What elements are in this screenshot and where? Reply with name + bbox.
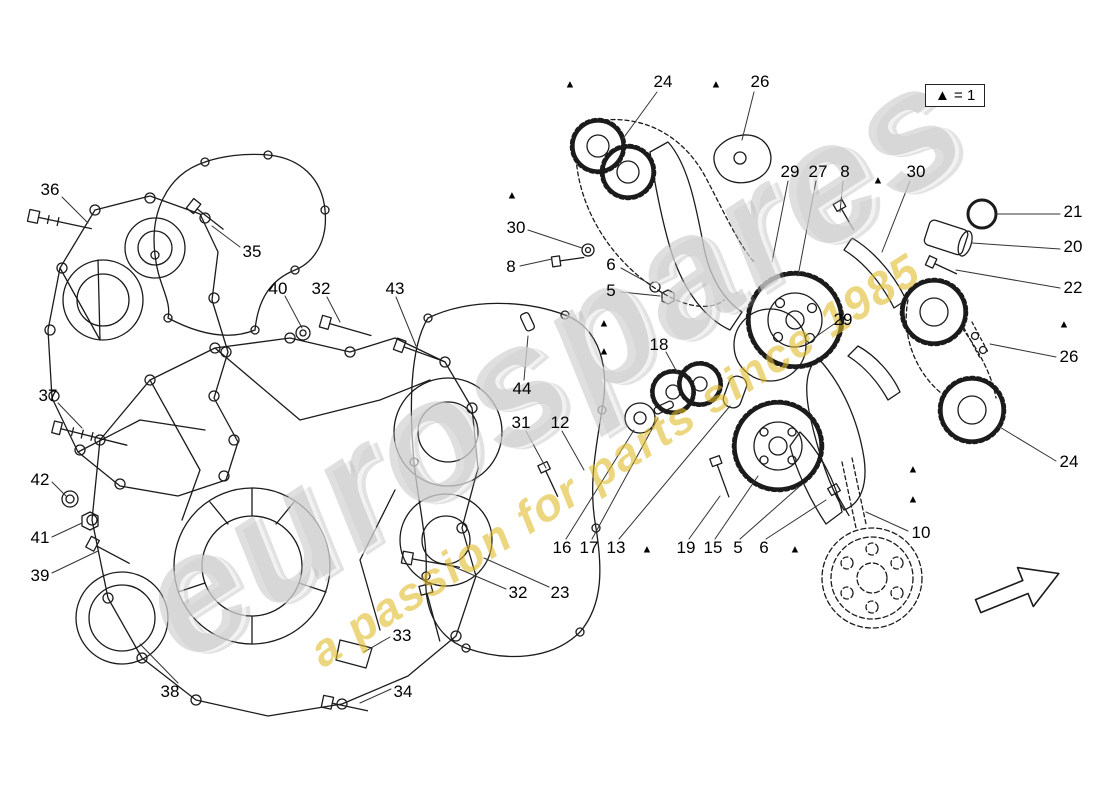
assembly-marker-icon: ▲ xyxy=(598,345,610,358)
lower-tensioners xyxy=(789,357,867,529)
part-number-label: 41 xyxy=(30,528,50,547)
chain-tensioner-arm xyxy=(649,134,772,331)
assembly-marker-icon: ▲ xyxy=(907,493,919,506)
assembly-marker-icon: ▲ xyxy=(564,78,576,91)
part-number-label: 18 xyxy=(649,335,669,354)
part-number-label: 15 xyxy=(703,538,723,557)
part-number-label: 17 xyxy=(579,538,599,557)
centre-hardware xyxy=(519,243,675,497)
part-number-label: 24 xyxy=(1059,452,1079,471)
part-number-label: 30 xyxy=(906,162,926,181)
part-number-label: 44 xyxy=(512,379,532,398)
part-number-label: 27 xyxy=(808,162,828,181)
part-number-label: 34 xyxy=(393,682,413,701)
part-number-label: 31 xyxy=(511,413,531,432)
gearbox-cover xyxy=(86,332,503,717)
assembly-marker-icon: ▲ xyxy=(506,189,518,202)
part-number-label: 33 xyxy=(392,626,412,645)
direction-arrow-icon xyxy=(974,566,1060,614)
part-number-label: 29 xyxy=(780,162,800,181)
upper-gasket xyxy=(150,150,330,336)
assembly-marker-icon: ▲ xyxy=(641,543,653,556)
part-number-label: 40 xyxy=(268,279,288,298)
part-number-label: 19 xyxy=(676,538,696,557)
part-number-label: 42 xyxy=(30,470,50,489)
part-number-label: 37 xyxy=(38,386,58,405)
phantom-sprocket xyxy=(821,527,923,629)
part-number-label: 32 xyxy=(311,279,331,298)
part-number-label: 43 xyxy=(385,279,405,298)
part-number-label: 5 xyxy=(733,538,743,557)
part-number-label: 24 xyxy=(653,72,673,91)
part-number-label: 26 xyxy=(750,72,770,91)
part-number-label: 26 xyxy=(1059,347,1079,366)
assembly-marker-icon: ▲ xyxy=(1058,318,1070,331)
assembly-marker-icon: ▲ xyxy=(907,463,919,476)
part-number-label: 39 xyxy=(30,566,50,585)
part-number-label: 13 xyxy=(606,538,626,557)
part-number-label: 12 xyxy=(550,413,570,432)
part-number-label: 6 xyxy=(606,255,616,274)
assembly-marker-icon: ▲ xyxy=(598,317,610,330)
part-number-label: 32 xyxy=(508,583,528,602)
part-number-label: 10 xyxy=(911,523,931,542)
assembly-marker-icon: ▲ xyxy=(872,174,884,187)
left-fasteners xyxy=(26,197,445,564)
cam-phasers-right xyxy=(843,237,1007,445)
legend-box: ▲ = 1 xyxy=(925,84,986,107)
part-number-label: 8 xyxy=(840,162,850,181)
part-number-label: 35 xyxy=(242,242,262,261)
part-number-label: 38 xyxy=(160,682,180,701)
assembly-marker-icon: ▲ xyxy=(710,78,722,91)
leader-lines xyxy=(51,91,1061,704)
legend-text: ▲ = 1 xyxy=(935,87,976,104)
oil-seal xyxy=(75,571,169,665)
part-number-label: 36 xyxy=(40,180,60,199)
lower-sprocket xyxy=(709,399,825,498)
part-number-label: 20 xyxy=(1063,237,1083,256)
part-number-label: 23 xyxy=(550,583,570,602)
part-number-label: 16 xyxy=(552,538,572,557)
part-number-label: 22 xyxy=(1063,278,1083,297)
part-number-label: 29 xyxy=(833,310,853,329)
part-number-label: 30 xyxy=(506,218,526,237)
assembly-marker-icon: ▲ xyxy=(789,543,801,556)
timing-sprockets xyxy=(733,270,845,382)
part-number-label: 8 xyxy=(506,257,516,276)
part-number-label: 5 xyxy=(606,281,616,300)
part-number-label: 21 xyxy=(1063,202,1083,221)
cover-gasket xyxy=(409,302,607,658)
part-number-label: 6 xyxy=(759,538,769,557)
